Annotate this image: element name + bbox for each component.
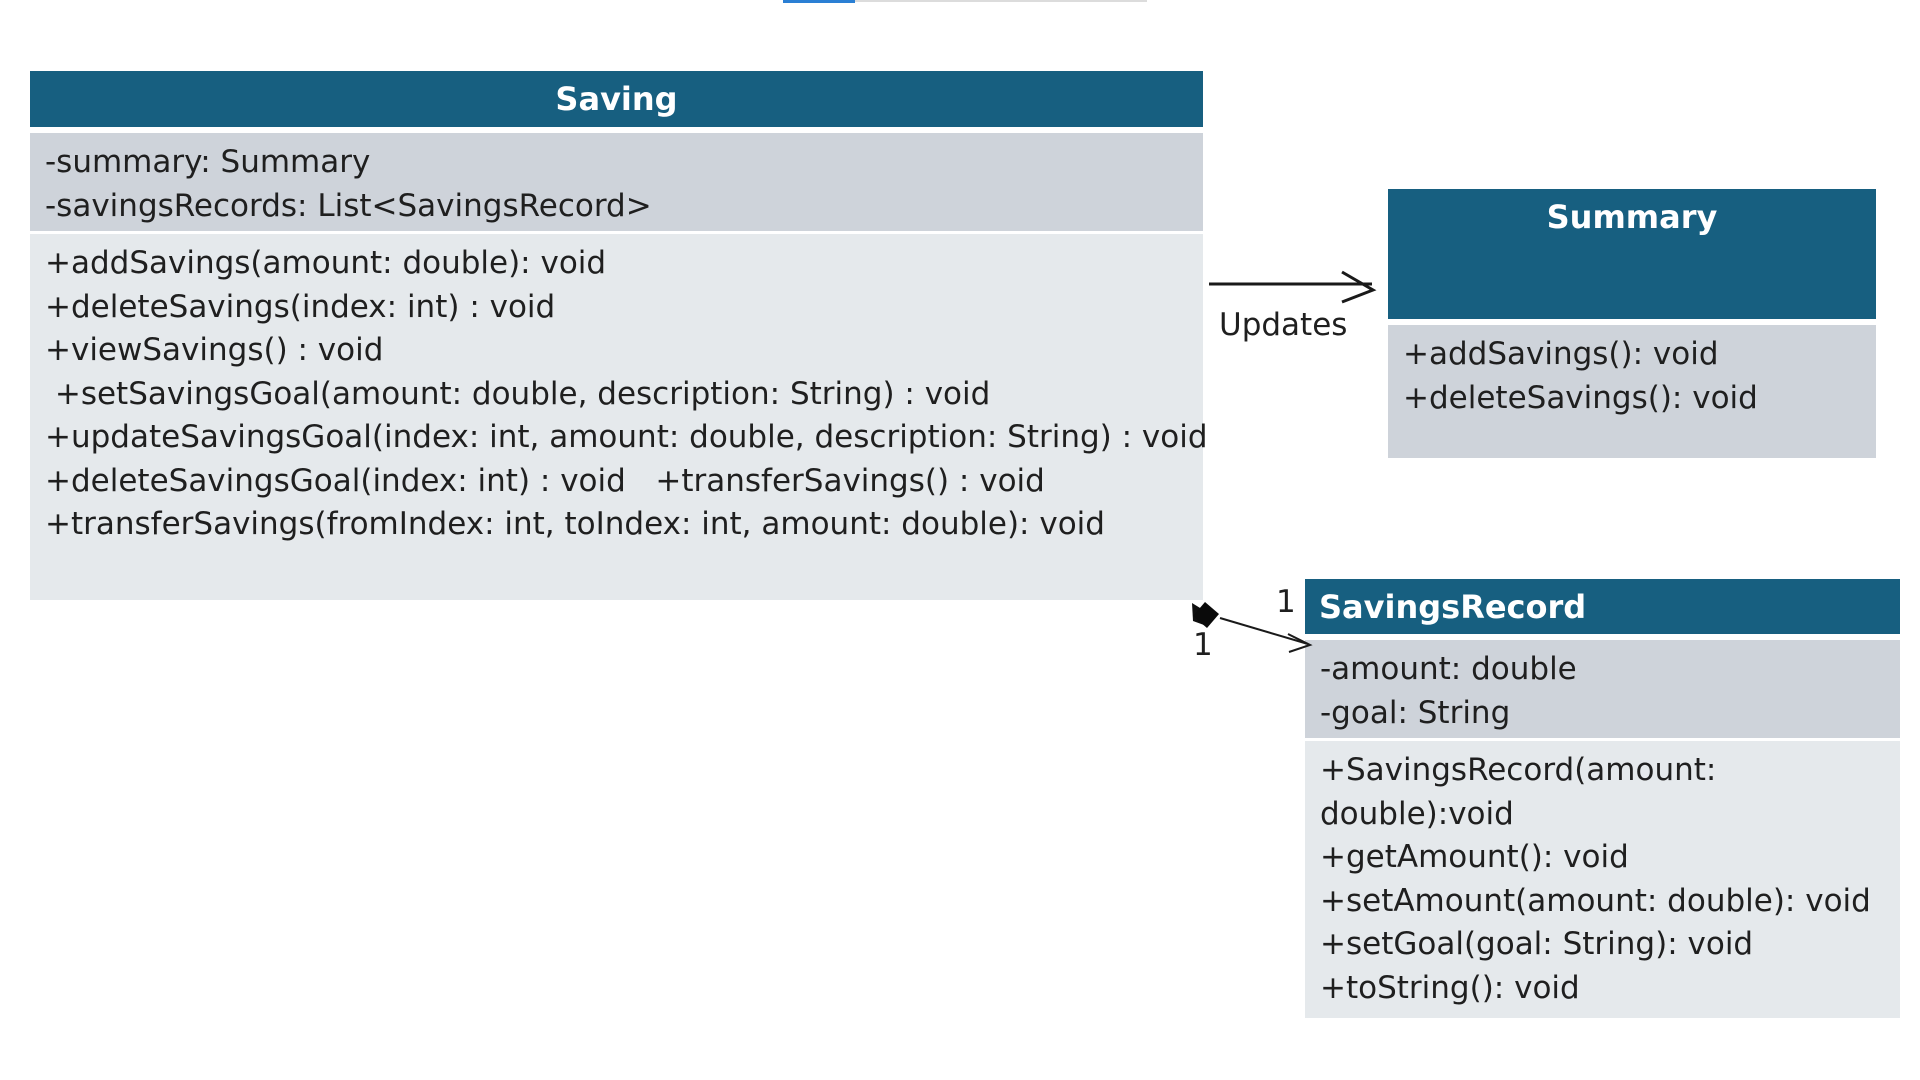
top-tab-strip xyxy=(783,0,1147,2)
method: +addSavings(): void xyxy=(1403,336,1719,372)
multiplicity-target: 1 xyxy=(1276,584,1296,620)
method: +setGoal(goal: String): void xyxy=(1320,926,1754,962)
method: +updateSavingsGoal(index: int, amount: d… xyxy=(45,419,1208,455)
method: +SavingsRecord(amount: double):void xyxy=(1320,752,1727,832)
class-savings-record-name: SavingsRecord xyxy=(1305,579,1900,634)
multiplicity-source: 1 xyxy=(1193,627,1213,663)
method: +transferSavings(fromIndex: int, toIndex… xyxy=(45,506,1105,542)
method: +setAmount(amount: double): void xyxy=(1320,882,1871,919)
method: +addSavings(amount: double): void xyxy=(45,245,607,281)
attribute: -amount: double xyxy=(1320,651,1577,687)
method: +toString(): void xyxy=(1320,969,1580,1006)
class-summary[interactable]: Summary +addSavings(): void +deleteSavin… xyxy=(1388,189,1876,458)
composition-diamond xyxy=(1193,602,1219,628)
attribute: -goal: String xyxy=(1320,694,1511,731)
class-summary-name: Summary xyxy=(1388,189,1876,319)
method: +getAmount(): void xyxy=(1320,839,1629,875)
top-tab-indicator xyxy=(783,0,855,3)
updates-label: Updates xyxy=(1219,307,1348,343)
method: +viewSavings() : void xyxy=(45,332,384,368)
class-summary-methods: +addSavings(): void +deleteSavings(): vo… xyxy=(1388,325,1876,458)
method: +deleteSavings(): void xyxy=(1403,379,1758,416)
attribute: -savingsRecords: List<SavingsRecord> xyxy=(45,187,652,224)
method: +deleteSavings(index: int) : void xyxy=(45,288,556,325)
updates-arrow[interactable] xyxy=(1209,270,1377,304)
class-saving-attributes: -summary: Summary -savingsRecords: List<… xyxy=(30,133,1203,231)
class-savings-record[interactable]: SavingsRecord -amount: double -goal: Str… xyxy=(1305,579,1900,1018)
method: +deleteSavingsGoal(index: int) : void +t… xyxy=(45,462,1045,499)
class-saving-methods: +addSavings(amount: double): void +delet… xyxy=(30,234,1208,600)
class-savings-record-attributes: -amount: double -goal: String xyxy=(1305,640,1900,738)
class-savings-record-methods: +SavingsRecord(amount: double):void +get… xyxy=(1305,741,1900,1018)
method: +setSavingsGoal(amount: double, descript… xyxy=(45,375,991,412)
class-saving[interactable]: Saving -summary: Summary -savingsRecords… xyxy=(30,71,1208,600)
class-saving-name: Saving xyxy=(30,71,1203,127)
attribute: -summary: Summary xyxy=(45,144,371,180)
